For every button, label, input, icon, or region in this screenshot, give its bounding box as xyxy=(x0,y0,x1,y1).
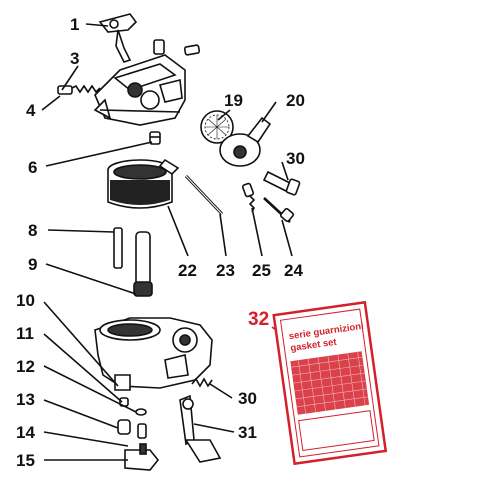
leader-lines xyxy=(41,23,293,461)
part-8-pin xyxy=(113,227,123,269)
part-20-cover xyxy=(219,116,272,167)
gasket-kit-pattern xyxy=(290,351,370,415)
callout-24: 24 xyxy=(284,261,303,280)
callout-6: 6 xyxy=(28,158,37,177)
part-12-oring xyxy=(135,408,147,416)
callout-13: 13 xyxy=(16,390,35,409)
part-9-tube xyxy=(133,231,153,297)
part-3-4-screw-spring xyxy=(57,84,101,95)
part-14-screw xyxy=(137,423,147,439)
carburettor-lower-body xyxy=(94,317,213,391)
callout-8: 8 xyxy=(28,221,37,240)
callout-19: 19 xyxy=(224,91,243,110)
part-22-float xyxy=(107,158,180,209)
callout-9: 9 xyxy=(28,255,37,274)
callout-23: 23 xyxy=(216,261,235,280)
callout-14: 14 xyxy=(16,423,35,442)
callout-32: 32 xyxy=(248,309,269,330)
part-31-shaft xyxy=(179,394,222,463)
part-15-tap xyxy=(124,443,160,471)
part-24-needle-screw xyxy=(263,197,295,223)
carburettor-top-cover xyxy=(93,44,201,126)
gasket-kit-package: 32 serie guarnizioni gasket set xyxy=(248,300,388,466)
part-1-throttle-lever xyxy=(98,13,165,63)
callout-31: 31 xyxy=(238,423,257,442)
callout-1: 1 xyxy=(70,15,79,34)
callout-10: 10 xyxy=(16,291,35,310)
callout-labels: 1 3 4 6 8 9 10 11 12 13 14 15 19 20 30 2… xyxy=(16,15,305,470)
callout-4: 4 xyxy=(26,101,36,120)
callout-22: 22 xyxy=(178,261,197,280)
part-23-needle xyxy=(184,174,224,216)
callout-11: 11 xyxy=(16,324,34,343)
callout-15: 15 xyxy=(16,451,35,470)
callout-30: 30 xyxy=(238,389,257,408)
callout-12: 12 xyxy=(16,357,35,376)
part-13-jet xyxy=(117,419,131,435)
part-30-spring xyxy=(191,377,213,388)
part-25-screw xyxy=(241,182,256,213)
part-6-jet xyxy=(149,131,161,145)
part-19-mesh-filter xyxy=(200,110,234,144)
callout-3: 3 xyxy=(70,49,79,68)
callout-26: 30 xyxy=(286,149,305,168)
callout-25: 25 xyxy=(252,261,271,280)
part-26-banjo-screw xyxy=(262,170,301,196)
callout-20: 20 xyxy=(286,91,305,110)
